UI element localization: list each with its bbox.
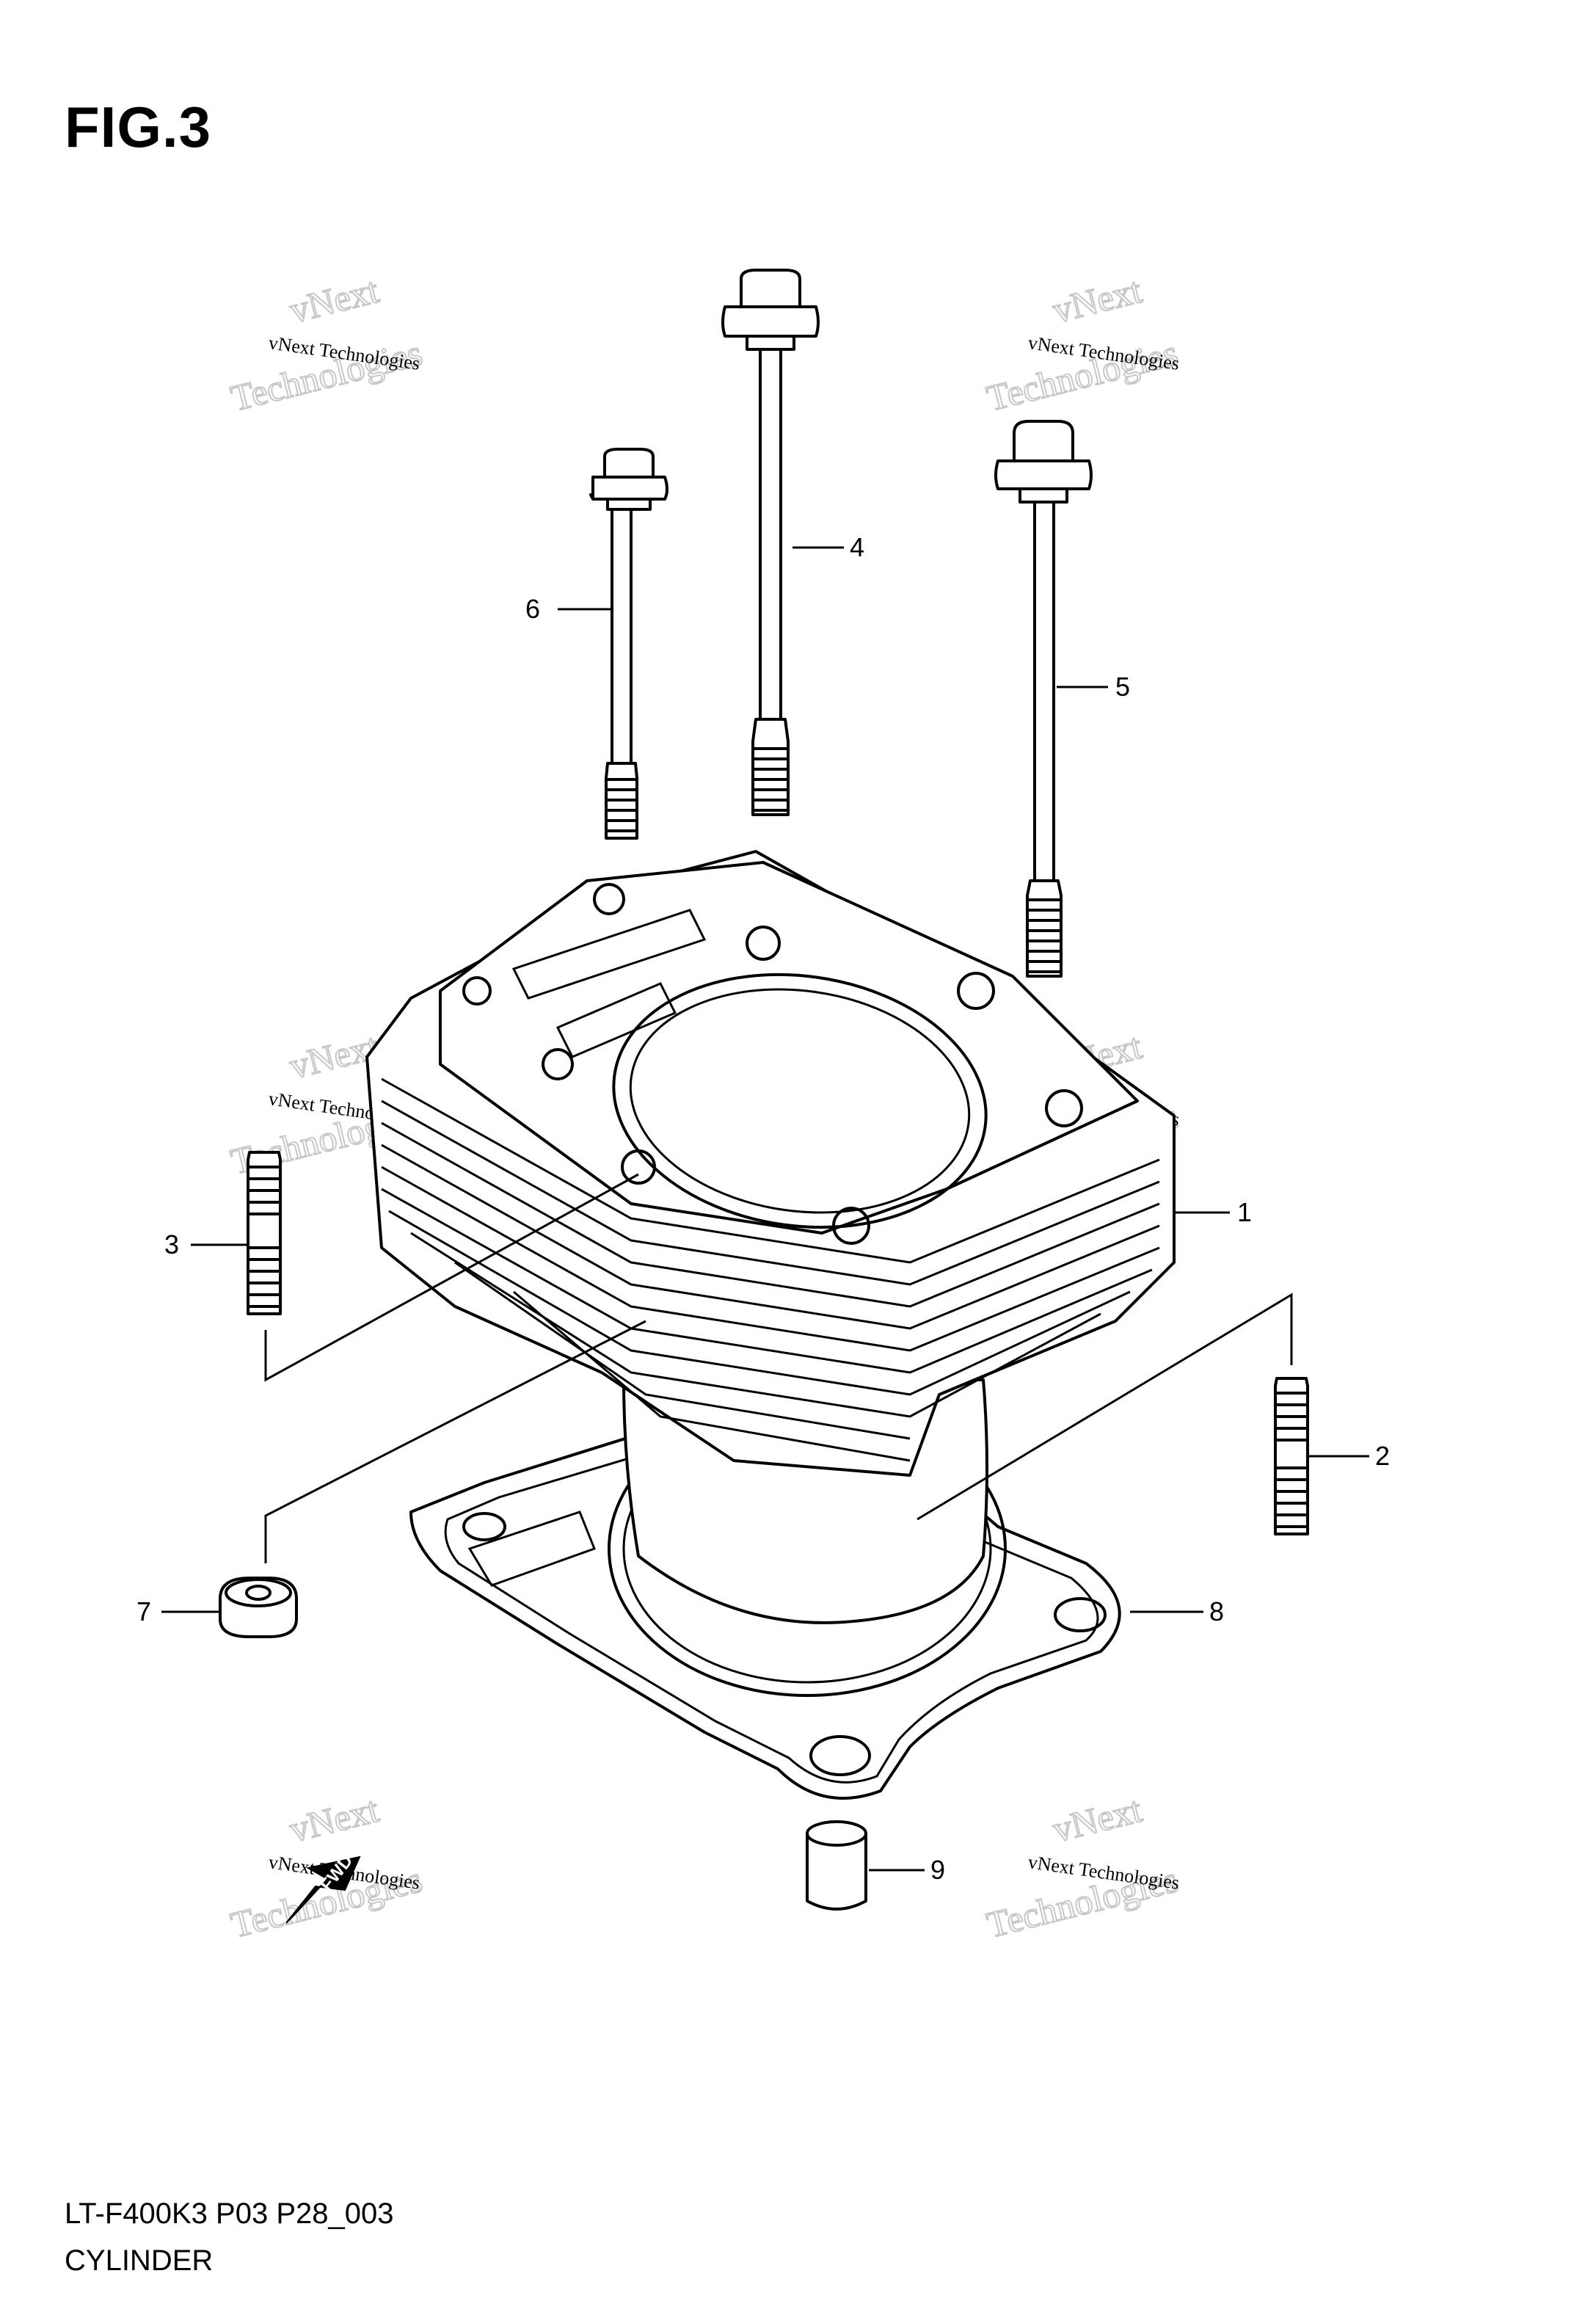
callout-3: 3 bbox=[164, 1229, 179, 1259]
watermark-top-right: vNext Technologies vNext Technologies bbox=[982, 269, 1183, 420]
callout-8: 8 bbox=[1209, 1596, 1224, 1626]
part-5-bolt bbox=[994, 420, 1093, 978]
cooling-fins bbox=[381, 1077, 1160, 1462]
part-9-dowel bbox=[806, 1820, 867, 1911]
callout-5: 5 bbox=[1115, 672, 1130, 702]
part-2-stud bbox=[1274, 1377, 1309, 1535]
callout-7: 7 bbox=[136, 1596, 151, 1626]
diagram-code: LT-F400K3 P03 P28_003 bbox=[65, 2198, 394, 2230]
watermark-bottom-right: vNext Technologies vNext Technologies bbox=[982, 1788, 1183, 1946]
callout-9: 9 bbox=[930, 1855, 945, 1885]
part-3-stud bbox=[247, 1151, 282, 1315]
callout-4: 4 bbox=[850, 532, 864, 562]
watermark-top-left: vNext Technologies vNext Technologies bbox=[226, 269, 427, 420]
callout-labels: 4 6 5 1 3 2 7 8 9 bbox=[136, 532, 1390, 1885]
part-7-nut bbox=[219, 1577, 298, 1638]
part-6-bolt bbox=[589, 448, 668, 840]
leader-lines bbox=[161, 546, 1369, 1872]
figure-title: FIG.3 bbox=[65, 95, 212, 159]
svg-text:vNext: vNext bbox=[285, 269, 382, 331]
svg-text:vNext: vNext bbox=[285, 1789, 382, 1850]
part-1-cylinder bbox=[365, 850, 1176, 1624]
part-4-bolt bbox=[721, 269, 820, 816]
svg-text:vNext: vNext bbox=[1049, 1789, 1145, 1850]
diagram-name: CYLINDER bbox=[65, 2244, 214, 2277]
callout-1: 1 bbox=[1237, 1197, 1252, 1227]
callout-2: 2 bbox=[1375, 1441, 1390, 1471]
svg-text:vNext: vNext bbox=[1049, 269, 1145, 331]
callout-6: 6 bbox=[525, 594, 540, 624]
